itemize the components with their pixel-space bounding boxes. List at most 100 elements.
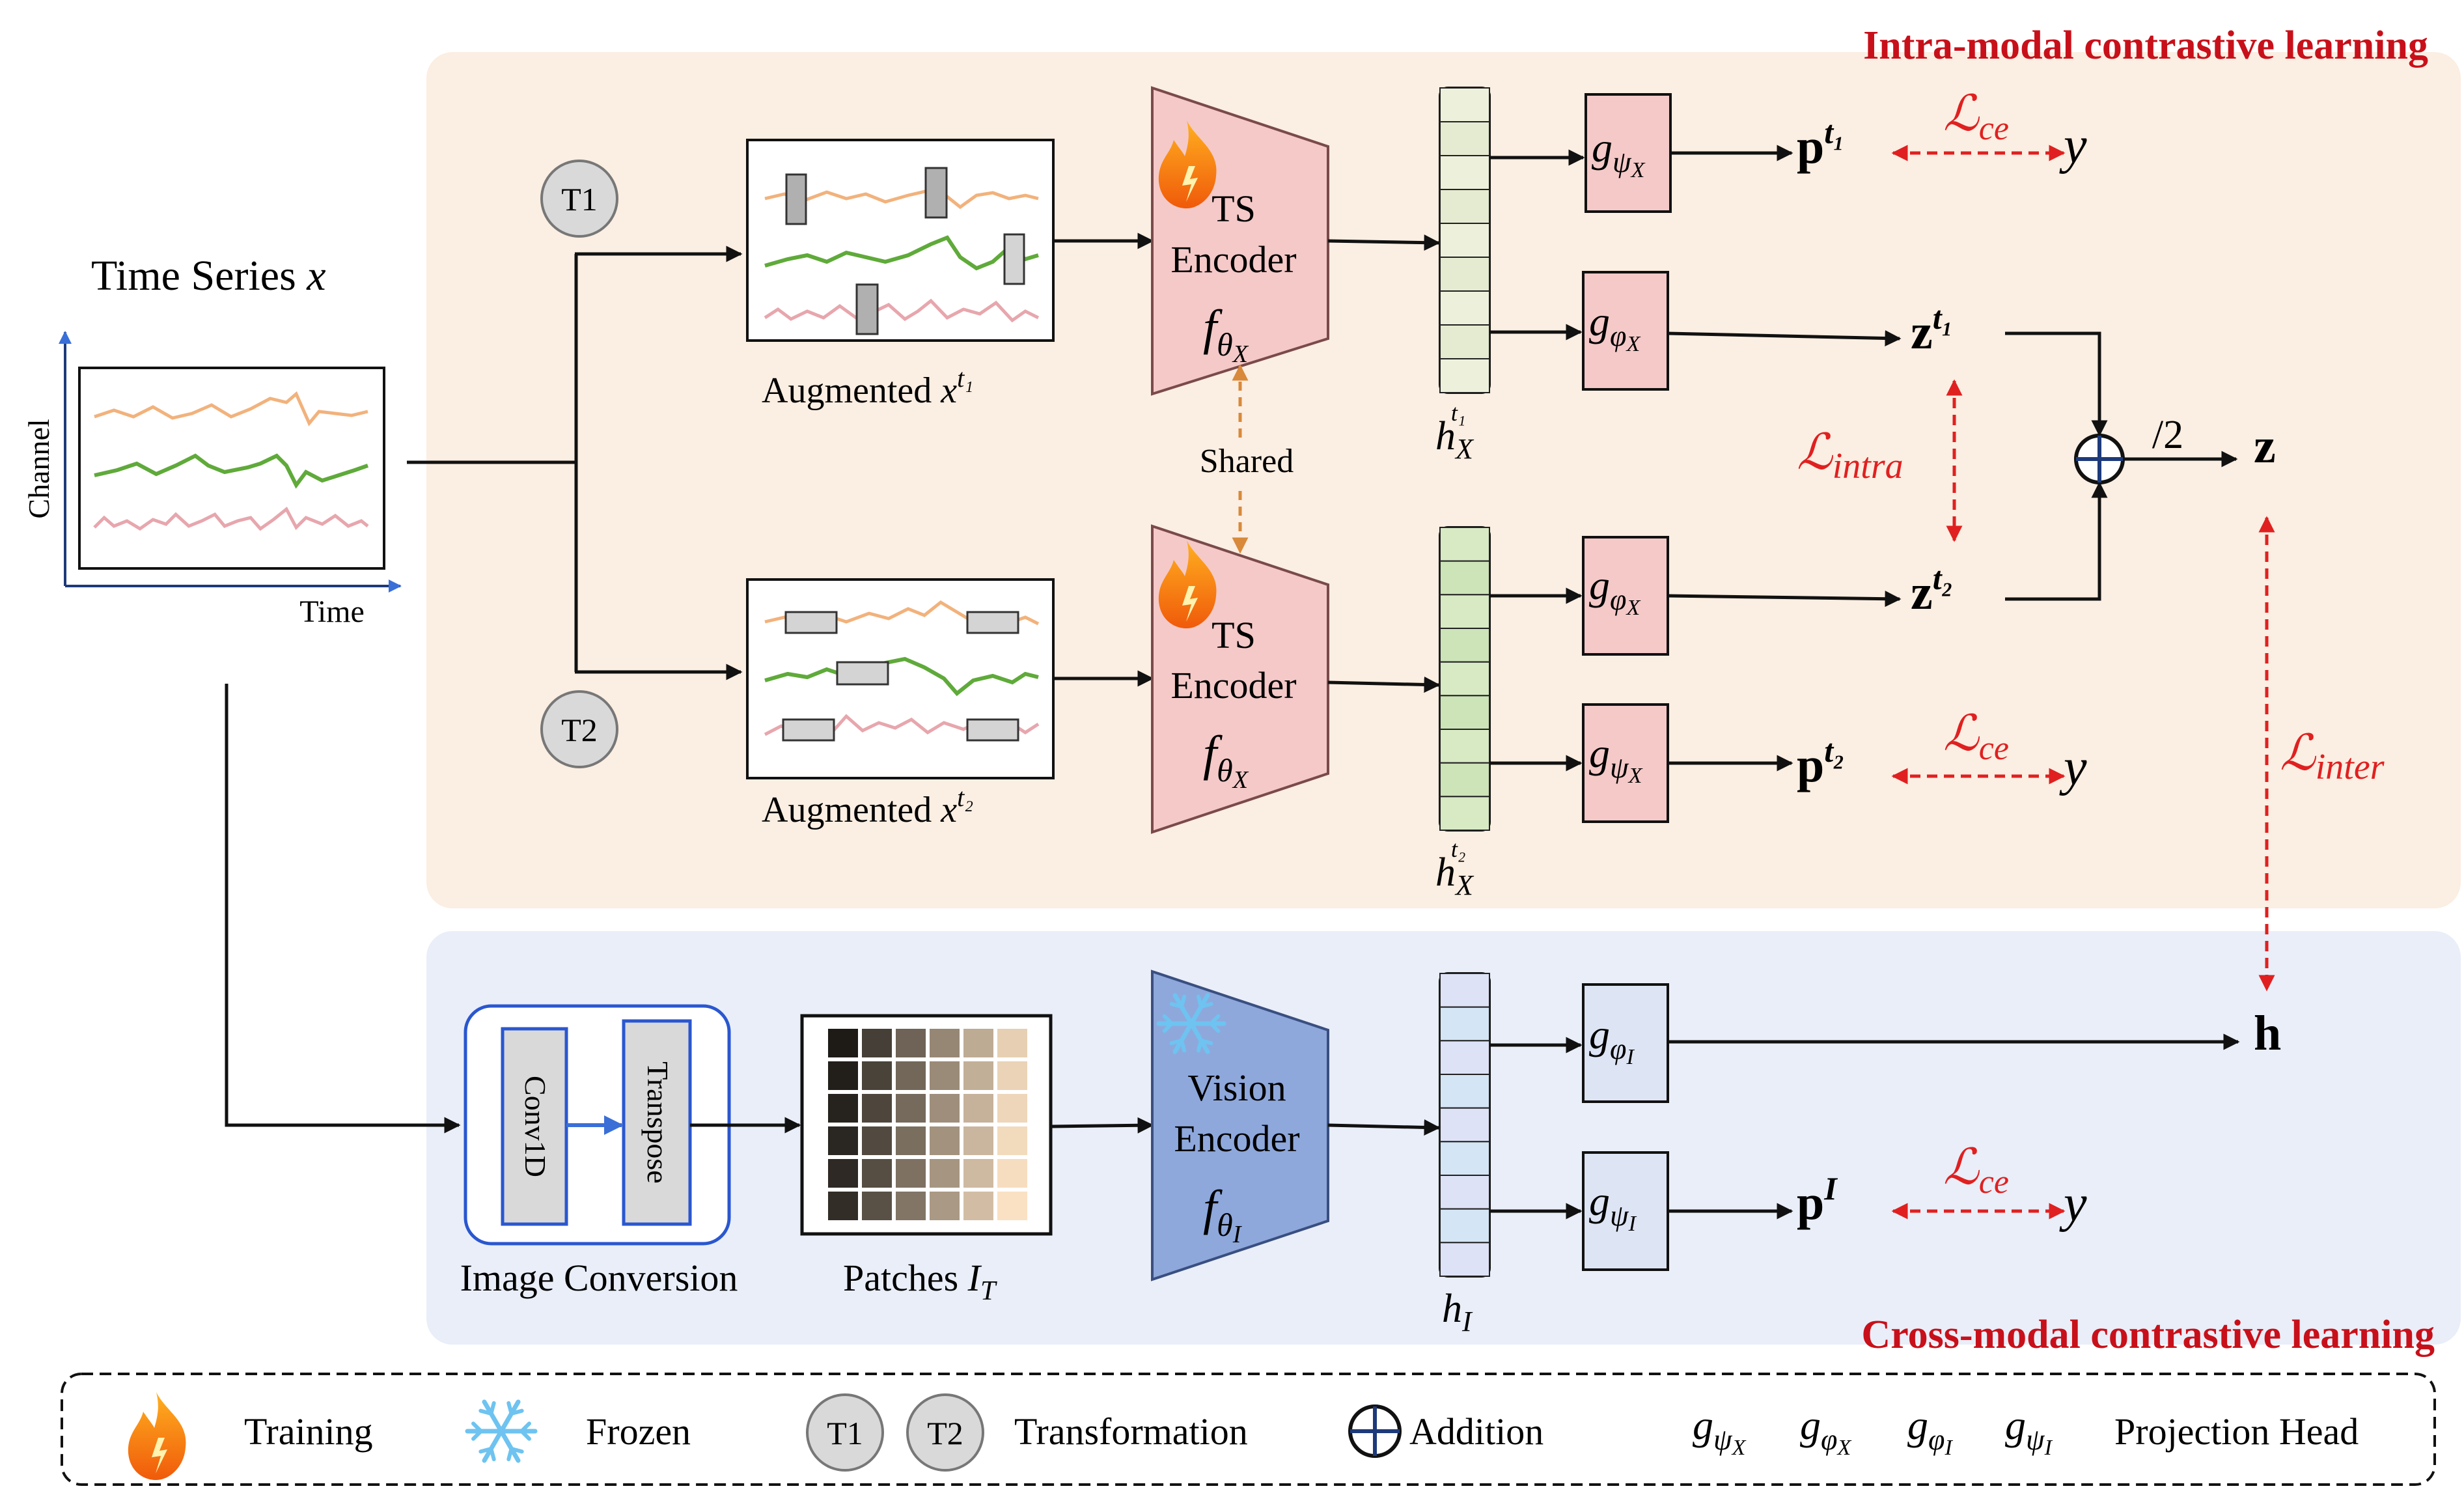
patch-cell [930, 1029, 960, 1057]
patch-cell [896, 1126, 926, 1155]
snowflake-icon [465, 1399, 538, 1463]
svg-text:Encoder: Encoder [1170, 238, 1296, 281]
patch-cell [862, 1126, 892, 1155]
patch-cell [997, 1029, 1027, 1057]
svg-text:TS: TS [1211, 188, 1256, 230]
inter-loss-label: ℒinter [2280, 726, 2385, 787]
hidden-vector-2 [1439, 526, 1491, 831]
vector-cell [1439, 1040, 1490, 1076]
vector-cell [1439, 973, 1490, 1008]
vector-cell [1439, 661, 1490, 697]
vector-cell [1439, 121, 1490, 156]
series-orange [94, 391, 368, 426]
vector-cell [1439, 1107, 1490, 1143]
svg-text:Encoder: Encoder [1174, 1117, 1299, 1160]
head-phi-i: gφI [1582, 983, 1669, 1103]
patch-cell [963, 1029, 993, 1057]
augmented-label-2: Augmented xt₂ [762, 783, 973, 830]
legend-projection-head: Projection Head [2114, 1410, 2359, 1453]
patch-cell [828, 1094, 858, 1123]
patch-cell [963, 1159, 993, 1188]
label-y-1: y [2059, 117, 2087, 175]
patch-cell [896, 1061, 926, 1090]
hidden-label-1: hXt₁ [1435, 400, 1474, 465]
head-psi-i: gψI [1582, 1151, 1669, 1271]
transpose-block [622, 1019, 692, 1226]
legend-box [61, 1373, 2436, 1486]
cross-modal-title: Cross-modal contrastive learning [1861, 1313, 2435, 1357]
fire-icon [128, 1392, 186, 1480]
legend-addition: Addition [1409, 1410, 1543, 1453]
svg-text:Transpose: Transpose [641, 1061, 674, 1183]
patch-cell [930, 1094, 960, 1123]
patch-cell [930, 1159, 960, 1188]
patch-cell [828, 1126, 858, 1155]
hidden-vector-1 [1439, 87, 1491, 394]
patch-cell [930, 1126, 960, 1155]
legend-training: Training [244, 1410, 373, 1453]
svg-text:T2: T2 [927, 1415, 963, 1451]
arrow-to-image-conversion [225, 684, 461, 1134]
vector-cell [1439, 1141, 1490, 1177]
vector-cell [1439, 1006, 1490, 1042]
vector-cell [1439, 1242, 1490, 1278]
svg-text:Encoder: Encoder [1170, 664, 1296, 706]
patch-cell [896, 1094, 926, 1123]
snowflake-icon [1156, 993, 1226, 1054]
vector-cell [1439, 324, 1490, 359]
svg-text:T1: T1 [561, 181, 598, 217]
circled-plus-icon [2074, 434, 2125, 484]
legend-t1: T1 [806, 1393, 884, 1472]
circled-plus-icon [1348, 1404, 1402, 1458]
patch-cell [862, 1094, 892, 1123]
time-series-plot [78, 367, 385, 570]
fire-icon [1158, 120, 1217, 208]
hidden-vector-image [1439, 972, 1491, 1278]
svg-text:gψX: gψX [1592, 124, 1646, 182]
legend-head-phi-x: gφX [1800, 1402, 1851, 1460]
legend-frozen: Frozen [586, 1410, 691, 1453]
svg-text:fθX: fθX [1203, 300, 1249, 368]
vector-cell [1439, 290, 1490, 326]
patch-cell [997, 1061, 1027, 1090]
vector-cell [1439, 796, 1490, 831]
patch-cell [997, 1159, 1027, 1188]
head-phi-x-2: gφX [1582, 536, 1669, 656]
shared-label: Shared [1200, 443, 1294, 480]
patch-cell [997, 1094, 1027, 1123]
svg-text:gφX: gφX [1589, 298, 1640, 356]
vector-cell [1439, 155, 1490, 190]
patch-cell [896, 1159, 926, 1188]
legend-head-psi-x: gψX [1693, 1402, 1747, 1460]
patch-cell [828, 1061, 858, 1090]
series-green [94, 453, 368, 489]
label-y-3: y [2059, 1175, 2087, 1233]
patch-cell [963, 1094, 993, 1123]
output-p-i: pI [1797, 1170, 1838, 1230]
label-y-2: y [2059, 739, 2087, 796]
intra-loss-label: ℒintra [1797, 425, 1903, 486]
augmented-plot-1 [746, 139, 1055, 342]
fire-icon [1158, 540, 1217, 628]
output-p-t2: pt₂ [1797, 733, 1845, 792]
transform-t2: T2 [540, 690, 618, 768]
patch-cell [896, 1192, 926, 1220]
augmented-label-1: Augmented xt₁ [762, 363, 973, 411]
patch-cell [862, 1061, 892, 1090]
hidden-label-2: hXt₂ [1435, 836, 1474, 901]
patch-cells [828, 1029, 1027, 1220]
ce-loss-label-2: ℒce [1943, 706, 2009, 767]
vector-cell [1439, 762, 1490, 798]
vector-cell [1439, 223, 1490, 258]
ce-loss-label-3: ℒce [1943, 1140, 2009, 1201]
patch-cell [862, 1029, 892, 1057]
svg-text:TS: TS [1211, 614, 1256, 656]
vector-cell [1439, 189, 1490, 224]
vector-cell [1439, 87, 1490, 122]
patch-cell [862, 1159, 892, 1188]
vector-cell [1439, 560, 1490, 596]
patch-cell [828, 1159, 858, 1188]
patch-cell [963, 1126, 993, 1155]
